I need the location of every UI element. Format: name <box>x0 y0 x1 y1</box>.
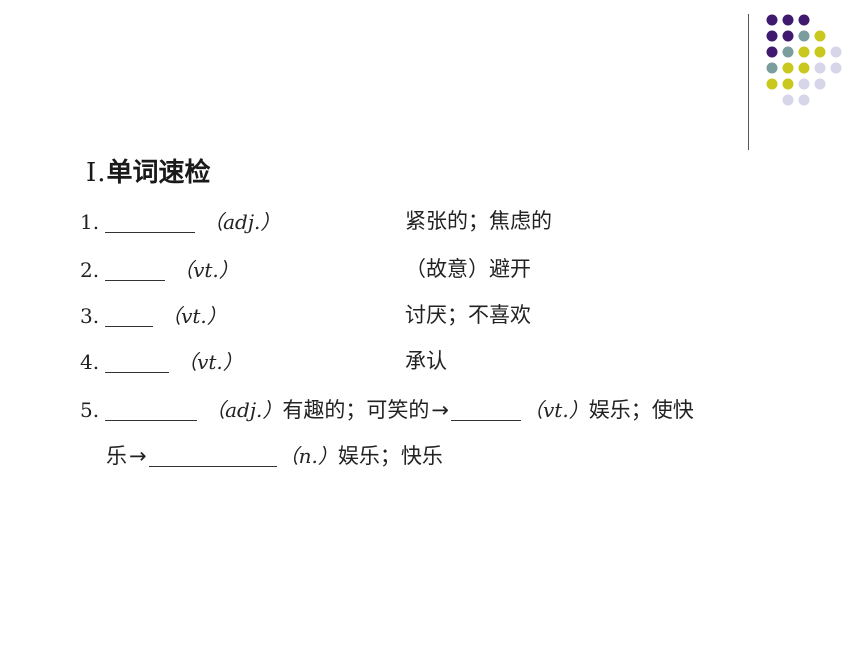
vocab-item-4: 4. （vt.） <box>80 346 243 375</box>
vocab-item-5-continued: 乐→ （n.）娱乐；快乐 <box>106 440 443 470</box>
decorative-dot <box>766 30 778 42</box>
answer-blank[interactable] <box>105 352 170 373</box>
vocab-meaning-5b-end: 乐 <box>106 444 127 468</box>
vocab-meaning-4: 承认 <box>405 349 447 373</box>
decorative-dot <box>782 94 794 106</box>
item-number: 1. <box>80 210 100 234</box>
part-of-speech: （adj.） <box>205 398 283 422</box>
vocab-item-3: 3. （vt.） <box>80 300 227 329</box>
part-of-speech: （n.） <box>278 444 338 468</box>
decorative-dot <box>798 94 810 106</box>
arrow-icon: → <box>129 444 147 468</box>
decorative-dot <box>766 62 778 74</box>
decorative-dot <box>798 62 810 74</box>
decorative-dot <box>782 30 794 42</box>
vocab-item-2: 2. （vt.） <box>80 254 239 283</box>
answer-blank[interactable] <box>105 212 196 233</box>
decorative-dot <box>782 46 794 58</box>
decorative-dot <box>814 30 826 42</box>
answer-blank[interactable] <box>105 400 198 421</box>
item-number: 3. <box>80 304 100 328</box>
item-number: 2. <box>80 258 100 282</box>
decorative-dot <box>798 46 810 58</box>
vocab-meaning-2: （故意）避开 <box>405 257 531 281</box>
vocab-meaning-3: 讨厌；不喜欢 <box>405 303 531 327</box>
answer-blank[interactable] <box>148 446 277 467</box>
section-number: Ⅰ. <box>86 158 107 188</box>
vocab-item-1: 1. （adj.） <box>80 206 280 235</box>
arrow-icon: → <box>431 398 449 422</box>
decorative-dot <box>766 46 778 58</box>
decorative-dot <box>798 78 810 90</box>
section-heading: Ⅰ.单词速检 <box>86 152 211 189</box>
part-of-speech: （adj.） <box>203 210 281 234</box>
decorative-dot <box>814 62 826 74</box>
part-of-speech: （vt.） <box>161 304 227 328</box>
decorative-vertical-line <box>748 14 749 150</box>
decorative-dot <box>798 30 810 42</box>
item-number: 4. <box>80 350 100 374</box>
decorative-dot <box>782 14 794 26</box>
vocab-item-5: 5. （adj.）有趣的；可笑的→ （vt.）娱乐；使快 <box>80 394 694 424</box>
vocab-meaning-5c: 娱乐；快乐 <box>337 444 443 468</box>
decorative-dot <box>830 46 842 58</box>
decorative-dot <box>782 62 794 74</box>
decorative-dot <box>814 46 826 58</box>
part-of-speech: （vt.） <box>173 258 239 282</box>
answer-blank[interactable] <box>105 260 166 281</box>
decorative-dot <box>798 14 810 26</box>
answer-blank[interactable] <box>105 306 154 327</box>
decorative-dot <box>766 78 778 90</box>
vocab-meaning-5b: 娱乐；使快 <box>588 398 694 422</box>
part-of-speech: （vt.） <box>523 398 589 422</box>
part-of-speech: （vt.） <box>177 350 243 374</box>
vocab-meaning-1: 紧张的；焦虑的 <box>405 209 552 233</box>
decorative-dot <box>830 62 842 74</box>
decorative-dot <box>766 14 778 26</box>
section-title: 单词速检 <box>106 158 211 188</box>
decorative-dot <box>814 78 826 90</box>
item-number: 5. <box>80 398 100 422</box>
vocab-meaning-5a: 有趣的；可笑的 <box>282 398 430 422</box>
answer-blank[interactable] <box>451 400 521 421</box>
decorative-dot <box>782 78 794 90</box>
